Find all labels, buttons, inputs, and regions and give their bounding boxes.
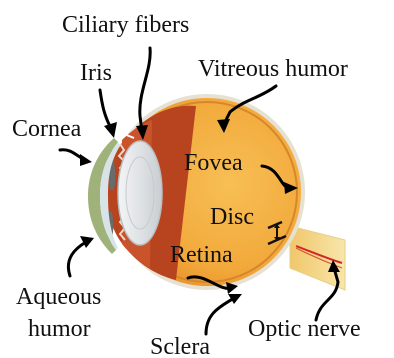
label-iris: Iris [80, 60, 112, 86]
iris-arrowhead [104, 122, 117, 138]
cornea-arrowhead [80, 154, 92, 166]
label-optic-nerve: Optic nerve [248, 316, 361, 342]
label-aqueous-line1: Aqueous [16, 284, 101, 310]
label-ciliary-fibers: Ciliary fibers [62, 12, 189, 38]
sclera-arrow [206, 298, 234, 334]
aqueous-humor-arrow [68, 242, 86, 276]
label-disc: Disc [210, 204, 254, 230]
label-fovea: Fovea [184, 150, 243, 176]
label-cornea: Cornea [12, 116, 82, 142]
label-aqueous-line2: humor [28, 316, 91, 342]
label-vitreous-humor: Vitreous humor [198, 56, 348, 82]
label-retina: Retina [170, 242, 233, 268]
label-sclera: Sclera [150, 334, 210, 358]
iris-arrow [100, 90, 112, 130]
